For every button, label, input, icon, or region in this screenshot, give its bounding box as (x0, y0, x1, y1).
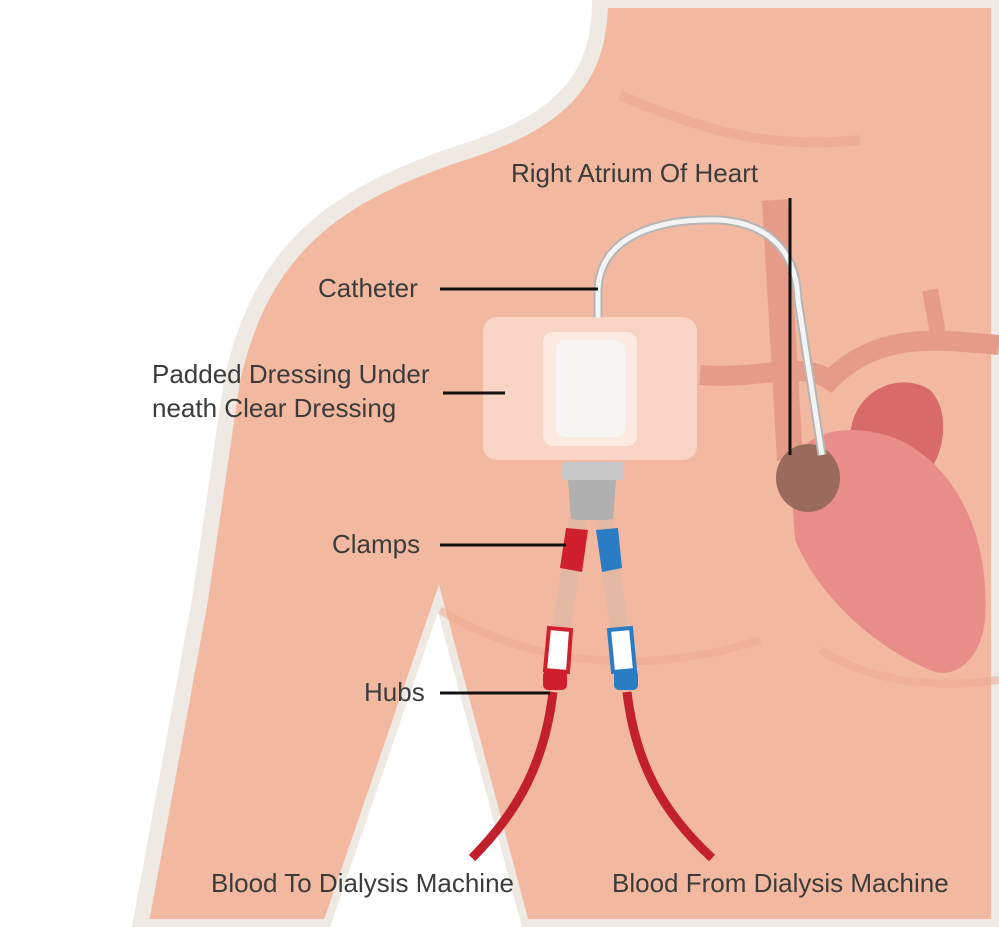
label-catheter: Catheter (318, 273, 418, 303)
underarm-gap (330, 612, 522, 927)
collarbone-shading (617, 90, 861, 148)
blue-clamp (596, 528, 622, 572)
blue-hub (614, 670, 638, 690)
red-hub-band (542, 625, 574, 675)
label-blood-from-machine: Blood From Dialysis Machine (612, 868, 949, 898)
red-hub (543, 670, 567, 690)
label-dressing-line2: neath Clear Dressing (152, 393, 396, 423)
catheter-cuff (562, 462, 624, 480)
label-blood-to-machine: Blood To Dialysis Machine (211, 868, 514, 898)
chest-shading (437, 606, 762, 666)
label-dressing-line1: Padded Dressing Under (152, 359, 430, 389)
label-clamps: Clamps (332, 529, 420, 559)
catheter-hub (568, 480, 616, 520)
right-atrium (776, 444, 840, 512)
vessel-branch-2 (922, 288, 948, 347)
red-clamp (560, 528, 588, 572)
line-from-machine (622, 691, 716, 862)
label-hubs: Hubs (364, 677, 425, 707)
padded-dressing (556, 340, 625, 437)
heart (790, 430, 986, 673)
vessel-branch (699, 330, 999, 393)
catheter-tube-inner (595, 217, 825, 456)
label-right-atrium: Right Atrium Of Heart (511, 158, 759, 188)
chest-shading-2 (817, 646, 999, 688)
blue-hub-band (606, 625, 638, 675)
line-to-machine (468, 691, 558, 862)
